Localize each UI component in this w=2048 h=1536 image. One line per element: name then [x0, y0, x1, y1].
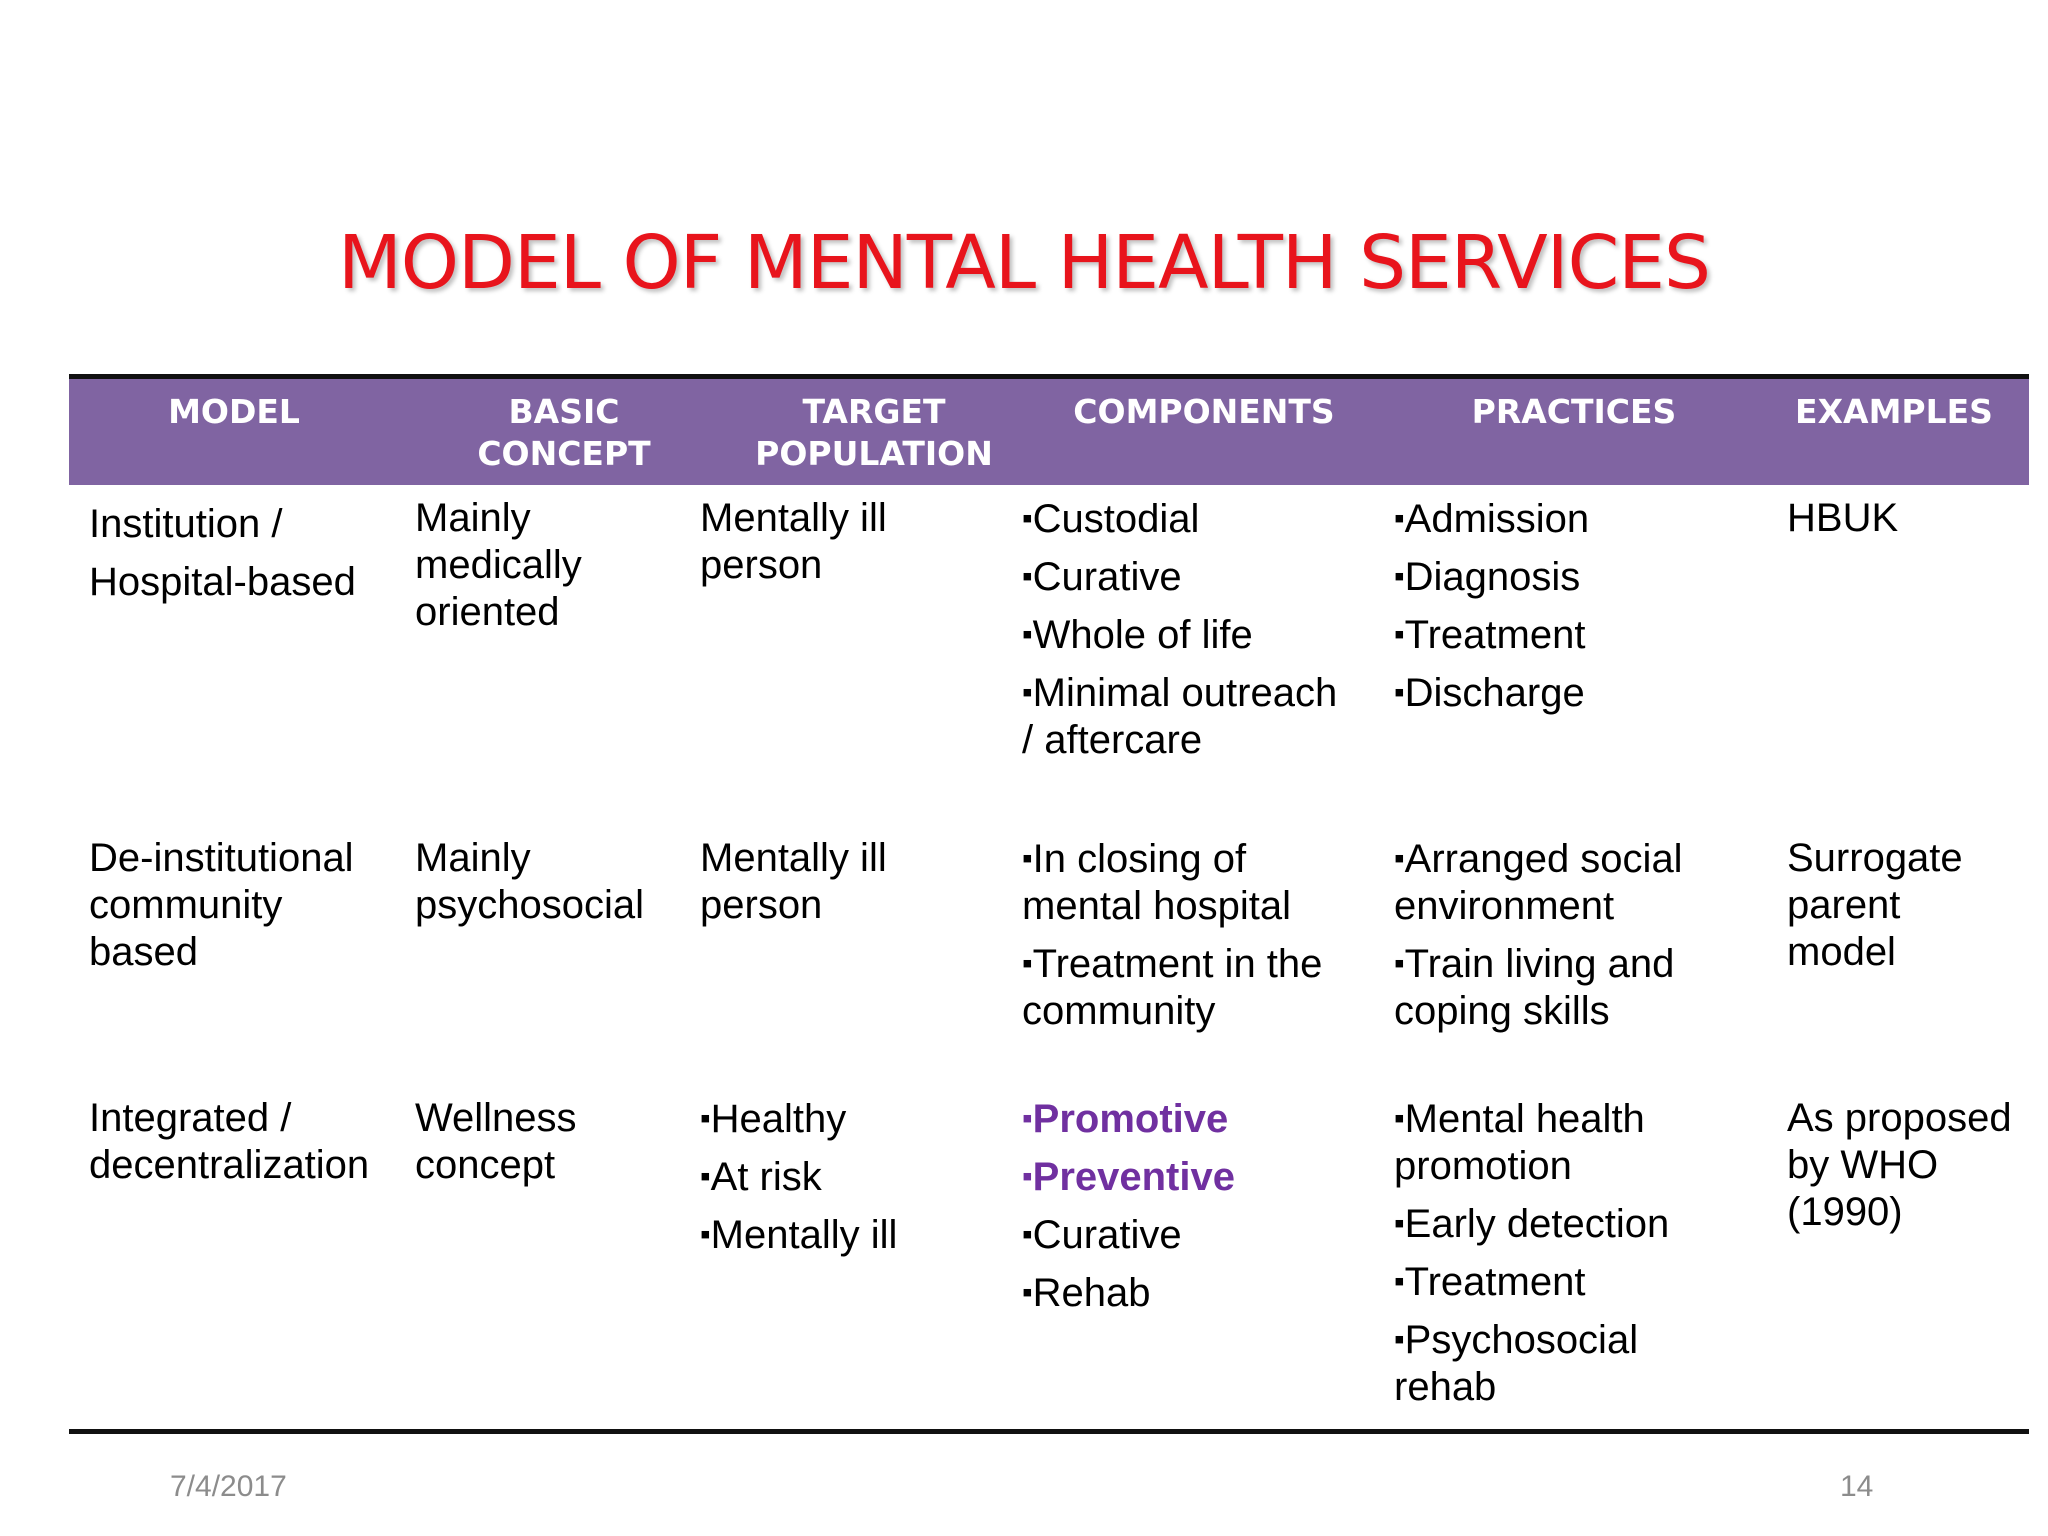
row3-practices: Mental health promotion Early detection … — [1394, 1095, 1714, 1421]
row2-components: In closing of mental hospital Treatment … — [1022, 835, 1352, 1045]
row3-concept-line-1: Wellness — [415, 1096, 577, 1140]
row3-examples-line-1: As proposed — [1787, 1096, 2012, 1140]
header-examples: EXAMPLES — [1774, 391, 2014, 433]
table-row: Institution / Hospital-based Mainly medi… — [69, 495, 2029, 835]
row2-examples-line-2: parent — [1787, 883, 1901, 927]
row1-concept: Mainly medically oriented — [415, 495, 675, 636]
list-item: Train living and coping skills — [1394, 940, 1714, 1035]
row1-examples: HBUK — [1787, 495, 2027, 542]
services-table: MODEL BASIC CONCEPT TARGET POPULATION CO… — [69, 374, 2029, 1434]
row3-model-line-2: decentralization — [89, 1143, 370, 1187]
header-target-population-line-2: POPULATION — [755, 434, 993, 473]
row1-examples-line-1: HBUK — [1787, 496, 1899, 540]
row2-concept-line-2: psychosocial — [415, 883, 645, 927]
list-item: Discharge — [1394, 669, 1714, 717]
list-item: Mentally ill — [700, 1211, 1000, 1259]
table-top-rule — [69, 374, 2029, 379]
footer-date: 7/4/2017 — [170, 1470, 287, 1503]
slide-title: MODEL OF MENTAL HEALTH SERVICES — [337, 220, 1711, 306]
list-item: Rehab — [1022, 1269, 1352, 1317]
header-components: COMPONENTS — [1044, 391, 1364, 433]
row3-model-line-1: Integrated / — [89, 1096, 292, 1140]
row1-components: Custodial Curative Whole of life Minimal… — [1022, 495, 1352, 774]
row3-examples-line-3: (1990) — [1787, 1190, 1903, 1234]
row1-concept-line-2: medically — [415, 543, 582, 587]
row3-concept-line-2: concept — [415, 1143, 556, 1187]
list-item: At risk — [700, 1153, 1000, 1201]
header-target-population: TARGET POPULATION — [724, 391, 1024, 475]
list-item: Whole of life — [1022, 611, 1352, 659]
header-basic-concept: BASIC CONCEPT — [434, 391, 694, 475]
row2-examples: Surrogate parent model — [1787, 835, 2027, 976]
header-examples-line-1: EXAMPLES — [1795, 392, 1993, 431]
header-model-line-1: MODEL — [168, 392, 300, 431]
row2-model: De-institutional community based — [89, 835, 389, 976]
list-item: Diagnosis — [1394, 553, 1714, 601]
list-item: Treatment in the community — [1022, 940, 1352, 1035]
list-item: Arranged social environment — [1394, 835, 1714, 930]
row3-concept: Wellness concept — [415, 1095, 685, 1189]
list-item: Curative — [1022, 1211, 1352, 1259]
row1-population: Mentally ill person — [700, 495, 990, 589]
list-item: Preventive — [1022, 1153, 1352, 1201]
list-item: Early detection — [1394, 1200, 1714, 1248]
list-item: In closing of mental hospital — [1022, 835, 1352, 930]
row2-population-line-2: person — [700, 883, 823, 927]
table-row: De-institutional community based Mainly … — [69, 835, 2029, 1095]
row2-practices: Arranged social environment Train living… — [1394, 835, 1714, 1045]
list-item: Mental health promotion — [1394, 1095, 1714, 1190]
row1-practices: Admission Diagnosis Treatment Discharge — [1394, 495, 1714, 727]
row1-concept-line-3: oriented — [415, 590, 560, 634]
row1-population-line-1: Mentally ill — [700, 496, 887, 540]
row3-components: Promotive Preventive Curative Rehab — [1022, 1095, 1352, 1327]
list-item: Minimal outreach / aftercare — [1022, 669, 1352, 764]
row3-model: Integrated / decentralization — [89, 1095, 389, 1189]
header-model: MODEL — [139, 391, 329, 433]
row2-population-line-1: Mentally ill — [700, 836, 887, 880]
list-item: Curative — [1022, 553, 1352, 601]
header-basic-concept-line-1: BASIC — [508, 392, 620, 431]
row1-model-line-1: Institution / — [89, 502, 283, 546]
header-components-line-1: COMPONENTS — [1073, 392, 1335, 431]
row3-examples: As proposed by WHO (1990) — [1787, 1095, 2027, 1236]
list-item: Healthy — [700, 1095, 1000, 1143]
row2-model-line-3: based — [89, 930, 198, 974]
table-row: Integrated / decentralization Wellness c… — [69, 1095, 2029, 1415]
list-item: Treatment — [1394, 611, 1714, 659]
list-item: Promotive — [1022, 1095, 1352, 1143]
list-item: Psychosocial rehab — [1394, 1316, 1714, 1411]
list-item: Treatment — [1394, 1258, 1714, 1306]
row2-model-line-1: De-institutional — [89, 836, 354, 880]
row3-population: Healthy At risk Mentally ill — [700, 1095, 1000, 1269]
row2-examples-line-1: Surrogate — [1787, 836, 1963, 880]
header-basic-concept-line-2: CONCEPT — [477, 434, 651, 473]
row1-concept-line-1: Mainly — [415, 496, 531, 540]
table-bottom-rule — [69, 1429, 2029, 1434]
header-target-population-line-1: TARGET — [802, 392, 946, 431]
row2-population: Mentally ill person — [700, 835, 990, 929]
row2-concept-line-1: Mainly — [415, 836, 531, 880]
table-header-row: MODEL BASIC CONCEPT TARGET POPULATION CO… — [69, 379, 2029, 485]
header-practices: PRACTICES — [1444, 391, 1704, 433]
row3-examples-line-2: by WHO — [1787, 1143, 1939, 1187]
header-practices-line-1: PRACTICES — [1471, 392, 1677, 431]
row1-model: Institution / Hospital-based — [89, 495, 389, 611]
row2-examples-line-3: model — [1787, 930, 1896, 974]
row2-model-line-2: community — [89, 883, 283, 927]
list-item: Admission — [1394, 495, 1714, 543]
page-number: 14 — [1840, 1470, 1874, 1503]
row1-model-line-2: Hospital-based — [89, 560, 356, 604]
row1-population-line-2: person — [700, 543, 823, 587]
list-item: Custodial — [1022, 495, 1352, 543]
row2-concept: Mainly psychosocial — [415, 835, 685, 929]
